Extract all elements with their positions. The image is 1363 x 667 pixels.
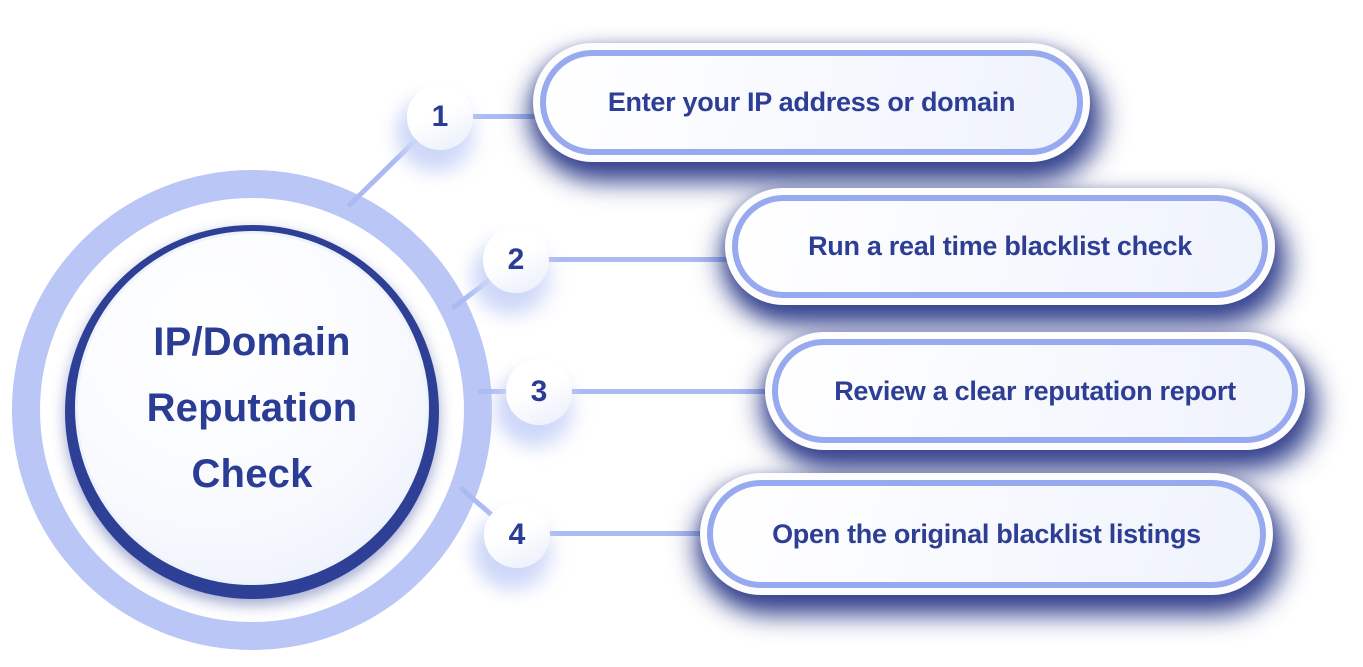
- step-3-pill-ring: Review a clear reputation report: [772, 339, 1298, 443]
- step-2-number-badge: 2: [483, 227, 549, 293]
- step-4-label: Open the original blacklist listings: [772, 518, 1201, 549]
- connector-line-step-4: [500, 531, 720, 536]
- step-1-label: Enter your IP address or domain: [607, 87, 1016, 117]
- step-4-pill-ring: Open the original blacklist listings: [707, 480, 1266, 588]
- step-1-pill: Enter your IP address or domain: [533, 43, 1090, 162]
- main-circle: IP/Domain Reputation Check: [75, 231, 429, 585]
- connector-line-step-3: [478, 389, 788, 394]
- step-2-pill: Run a real time blacklist check: [725, 188, 1275, 305]
- title-line: Check: [191, 452, 313, 496]
- step-3-number-badge: 3: [506, 359, 572, 425]
- step-3-label: Review a clear reputation report: [834, 375, 1236, 406]
- step-2-label: Run a real time blacklist check: [808, 231, 1192, 261]
- title-line: Reputation: [146, 386, 358, 430]
- step-3-pill: Review a clear reputation report: [765, 332, 1305, 450]
- step-1-pill-ring: Enter your IP address or domain: [540, 50, 1083, 155]
- step-4-number-badge: 4: [484, 502, 550, 568]
- step-2-pill-ring: Run a real time blacklist check: [732, 195, 1268, 298]
- connector-line-step-2: [500, 257, 745, 262]
- title-line: IP/Domain: [153, 320, 351, 364]
- diagram-title: IP/Domain Reputation Check: [147, 309, 358, 507]
- connector-line-step-1: [438, 114, 568, 119]
- step-4-pill: Open the original blacklist listings: [700, 473, 1273, 595]
- step-1-number-badge: 1: [407, 84, 473, 150]
